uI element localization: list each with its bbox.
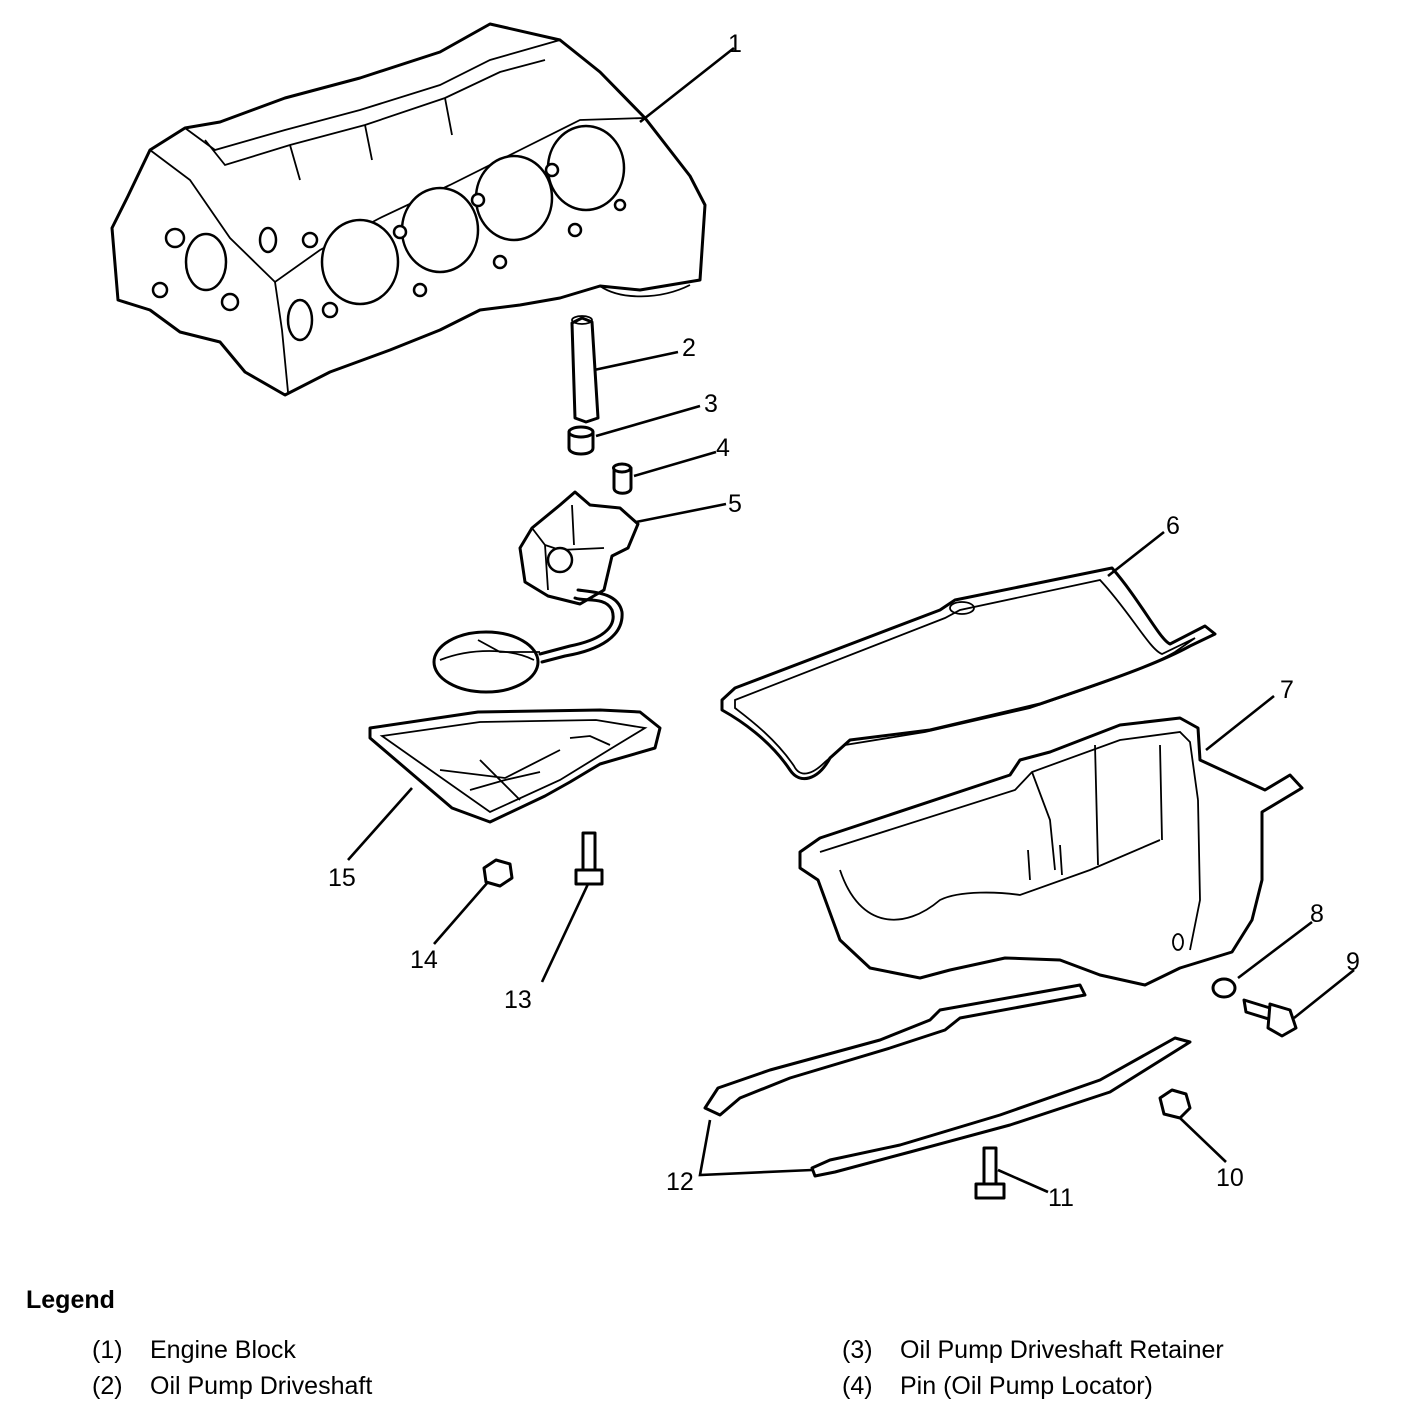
legend-item-label: Pin (Oil Pump Locator)	[900, 1372, 1153, 1400]
legend-item-label: Oil Pump Driveshaft Retainer	[900, 1336, 1224, 1364]
legend-item-number: (3)	[842, 1336, 873, 1364]
legend: Legend (1) Engine Block (2) Oil Pump Drive…	[0, 1280, 1408, 1418]
legend-item-number: (2)	[92, 1372, 123, 1400]
callout-6: 6	[1166, 512, 1180, 540]
oil-pan-bolt-drawing	[974, 1146, 1006, 1200]
oil-pan-drain-seal-drawing	[1211, 977, 1237, 999]
callout-numbers: 1 2 3 4 5 6 7 8 9 10 11 12 13 14 15	[328, 30, 1360, 1212]
legend-item-label: Oil Pump Driveshaft	[150, 1372, 373, 1400]
legend-item-number: (4)	[842, 1372, 873, 1400]
legend-title: Legend	[26, 1286, 115, 1314]
callout-9: 9	[1346, 948, 1360, 976]
legend-item-3: (3) Oil Pump Driveshaft Retainer	[842, 1336, 1224, 1365]
oil-baffle-drawing	[368, 708, 662, 824]
callout-2: 2	[682, 334, 696, 362]
side-rail-gaskets-drawing	[703, 983, 1192, 1178]
oil-pump-driveshaft-drawing	[570, 315, 600, 424]
oil-pump-nut-drawing	[482, 858, 514, 888]
oil-pump-locator-pin-drawing	[612, 462, 633, 495]
callout-14: 14	[410, 946, 438, 974]
callout-10: 10	[1216, 1164, 1244, 1192]
callout-8: 8	[1310, 900, 1324, 928]
oil-pan-gasket-drawing	[720, 566, 1217, 781]
callout-3: 3	[704, 390, 718, 418]
callout-7: 7	[1280, 676, 1294, 704]
callout-12: 12	[666, 1168, 694, 1196]
legend-item-4: (4) Pin (Oil Pump Locator)	[842, 1372, 1153, 1401]
legend-item-label: Engine Block	[150, 1336, 296, 1364]
oil-pump-assembly-drawing	[432, 490, 640, 694]
legend-item-2: (2) Oil Pump Driveshaft	[92, 1372, 372, 1401]
callout-4: 4	[716, 434, 730, 462]
callout-1: 1	[728, 30, 742, 58]
leader-lines	[347, 46, 1355, 1194]
callout-13: 13	[504, 986, 532, 1014]
oil-pan-nut-drawing	[1158, 1088, 1192, 1120]
engine-block-drawing	[110, 22, 707, 397]
legend-item-1: (1) Engine Block	[92, 1336, 296, 1365]
callout-15: 15	[328, 864, 356, 892]
callout-11: 11	[1048, 1184, 1074, 1212]
oil-pump-bolt-drawing	[574, 831, 604, 886]
callout-5: 5	[728, 490, 742, 518]
drain-plug-bolt-drawing	[1242, 998, 1298, 1038]
oil-pan-drawing	[798, 716, 1304, 987]
driveshaft-retainer-drawing	[567, 425, 595, 456]
legend-item-number: (1)	[92, 1336, 123, 1364]
